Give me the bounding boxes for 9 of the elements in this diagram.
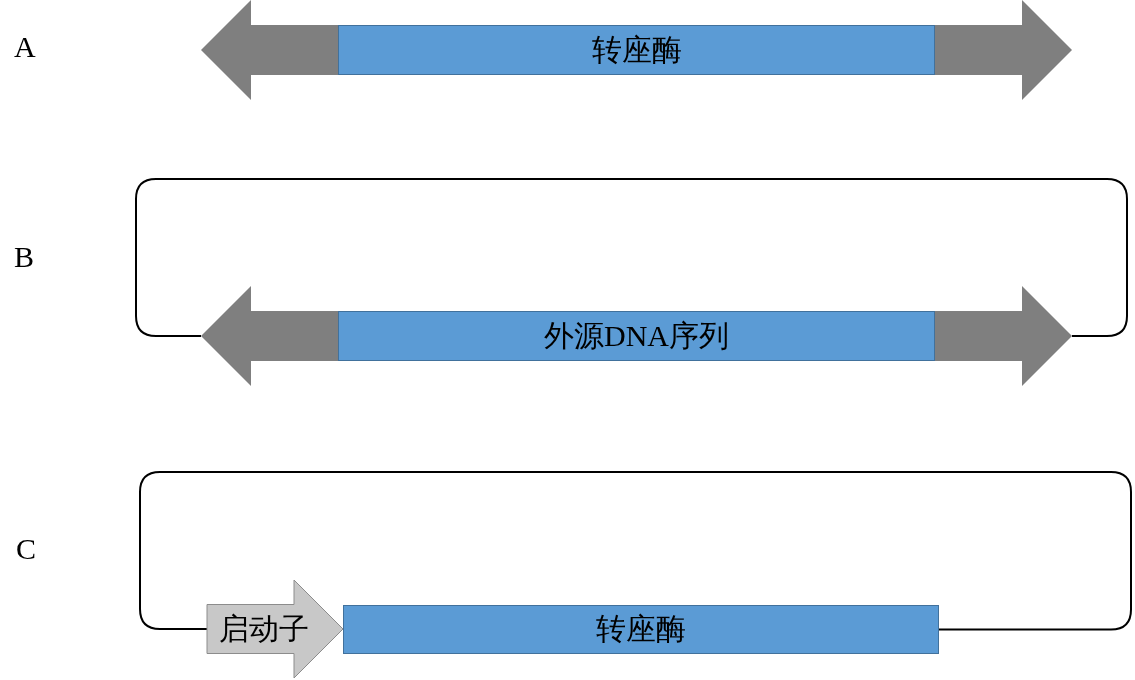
arrow-label: 启动子 [219, 611, 309, 647]
gene-bar: 转座酶 [338, 25, 935, 75]
gene-bar: 转座酶 [343, 605, 939, 654]
row-letter: C [16, 532, 36, 566]
loop-line [135, 178, 1128, 337]
gene-bar: 外源DNA序列 [338, 311, 935, 361]
loop-line [139, 471, 1132, 631]
row-letter: A [14, 30, 36, 64]
row-letter: B [14, 240, 34, 274]
